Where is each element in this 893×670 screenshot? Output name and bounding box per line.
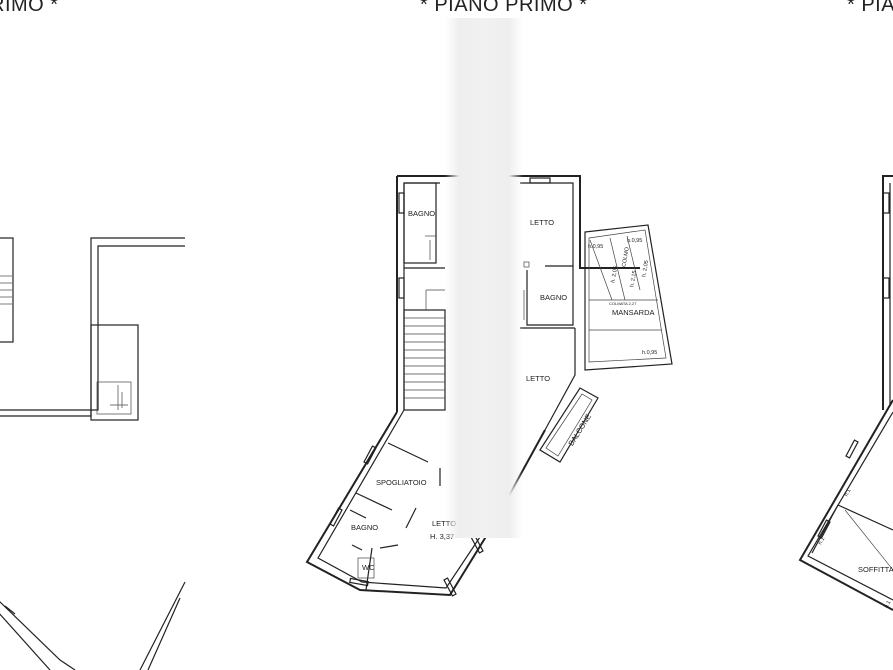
label-height-low: H. 3,37: [430, 532, 454, 541]
label-h-c: h.0,95: [642, 350, 657, 356]
label-letto-top: LETTO: [530, 218, 554, 227]
label-h-d: h. 2,05: [610, 266, 619, 284]
label-h-r3: h.1: [884, 600, 893, 610]
label-colmo: COLMO: [621, 246, 631, 268]
label-quota: COLMATA 2,27: [609, 301, 637, 306]
label-bagno-low: BAGNO: [351, 523, 378, 532]
label-letto-low: LETTO: [432, 519, 456, 528]
label-h-a: h.0,95: [588, 244, 603, 250]
header-right: * PIA: [847, 0, 893, 16]
label-wc: WC: [362, 563, 375, 572]
label-h-e: h. 2,05: [641, 260, 650, 278]
label-h-f: h. 2,15: [629, 270, 638, 288]
label-soffitta: SOFFITTA: [858, 565, 893, 574]
center-floor-plan: BAGNO LETTO BAGNO MANSARDA LETTO BALCONE…: [305, 175, 673, 597]
header-left: RIMO *: [0, 0, 59, 16]
label-h-r2: h.1: [817, 536, 826, 546]
label-h-r1: h.1: [844, 488, 853, 498]
label-bagno-top: BAGNO: [408, 209, 435, 218]
label-h-b: h.0,95: [627, 238, 642, 244]
left-floor-plan: [0, 237, 186, 670]
label-bagno-mid: BAGNO: [540, 293, 567, 302]
redaction-blur: [445, 18, 523, 538]
label-letto-mid: LETTO: [526, 374, 550, 383]
label-mansarda: MANSARDA: [612, 308, 655, 317]
header-center: * PIANO PRIMO *: [420, 0, 588, 16]
right-floor-plan: SOFFITTA h.1 h.1 h.1: [798, 175, 893, 611]
label-balcone: BALCONE: [566, 412, 593, 447]
label-spogliatoio: SPOGLIATOIO: [376, 478, 427, 487]
